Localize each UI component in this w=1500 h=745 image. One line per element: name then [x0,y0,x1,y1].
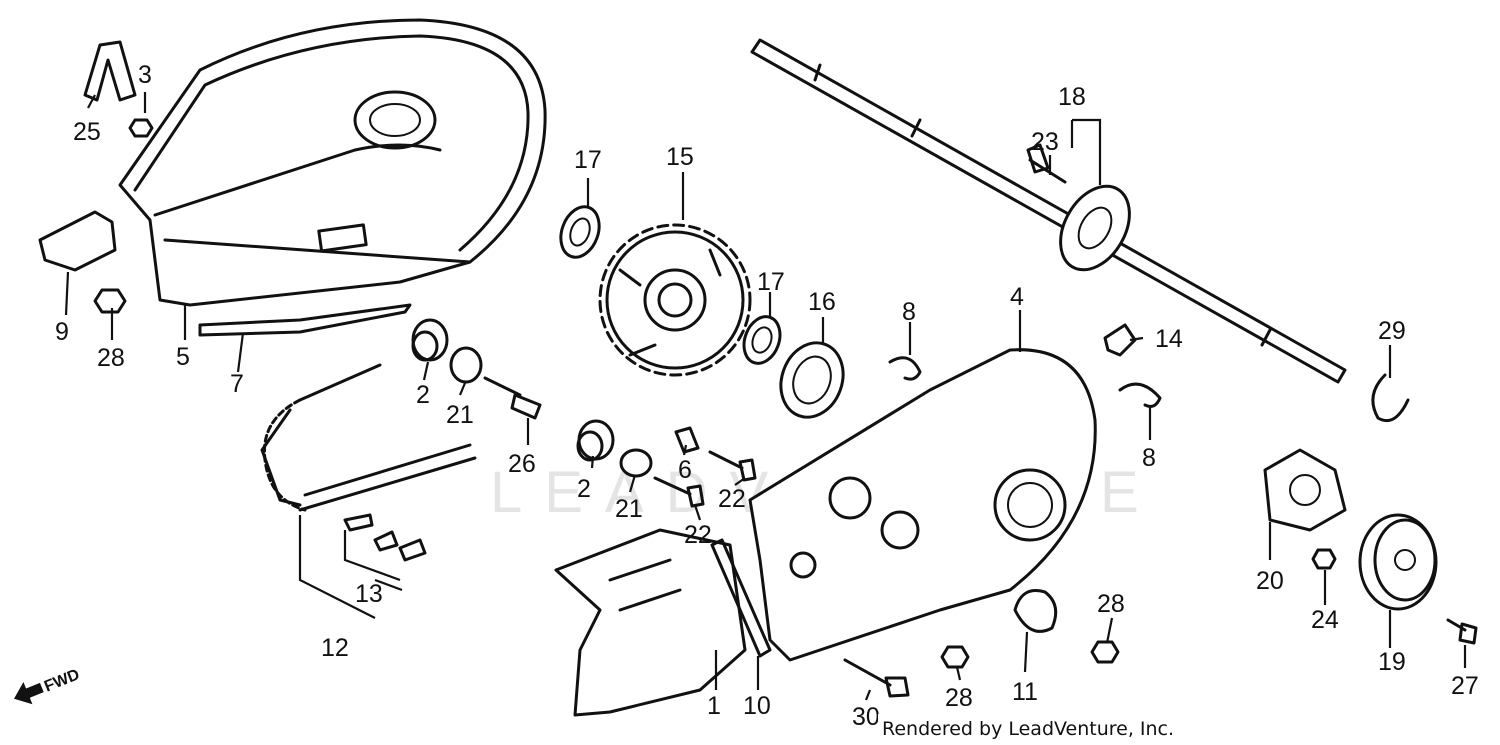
roller-lower [576,419,615,462]
callout-8: 8 [1142,444,1156,472]
clip-8-left [888,356,922,381]
nut-lower-center [940,645,970,669]
nut-lower-right [1090,640,1120,664]
callout-16: 16 [808,288,836,316]
callout-18: 18 [1058,83,1086,111]
callout-22: 22 [684,521,712,549]
callout-22: 22 [718,485,746,513]
callout-30: 30 [852,703,880,731]
callout-20: 20 [1256,567,1284,595]
drive-chain [260,363,477,512]
chain-guide [198,303,412,337]
nut-24 [1311,548,1337,570]
collar-6 [674,426,700,454]
chain-joint-parts [343,513,427,562]
callout-24: 24 [1311,606,1339,634]
callout-27: 27 [1451,672,1479,700]
callout-2: 2 [577,475,591,503]
callout-29: 29 [1378,317,1406,345]
arrow-left-icon [14,681,44,705]
washer-16 [779,341,845,419]
clip-part [83,40,137,102]
rear-sprocket [598,223,752,377]
callout-9: 9 [55,318,69,346]
upper-chain-case [118,18,547,307]
bolt-upper [483,376,542,420]
washer-upper [449,346,483,384]
callout-25: 25 [73,118,101,146]
washer-17-upper [559,205,601,259]
bracket-part [38,210,117,272]
bolt-22-upper [708,450,757,482]
callout-2: 2 [416,381,430,409]
brake-drum [1358,513,1438,611]
axle-bolt [1026,143,1067,184]
callout-12: 12 [321,634,349,662]
bolt-22-lower [653,476,705,508]
callout-26: 26 [508,450,536,478]
callout-4: 4 [1010,283,1024,311]
lower-chain-case [748,348,1097,662]
forward-arrow: FWD [14,666,82,705]
nut-upper-left [93,288,127,314]
callout-28: 28 [945,684,973,712]
plug-part [1103,323,1137,357]
callout-23: 23 [1031,128,1059,156]
callout-13: 13 [355,580,383,608]
callout-10: 10 [743,692,771,720]
callout-14: 14 [1155,325,1183,353]
callout-17: 17 [574,146,602,174]
small-nut [128,118,154,138]
callout-21: 21 [446,401,474,429]
lock-nut-11 [1013,589,1058,633]
callout-3: 3 [138,61,152,89]
callout-21: 21 [615,495,643,523]
callout-15: 15 [666,143,694,171]
lower-guard [554,528,747,717]
washer-17-lower [742,315,782,365]
callout-17: 17 [757,268,785,296]
bolt-30 [843,658,910,698]
callout-19: 19 [1378,648,1406,676]
callout-6: 6 [678,456,692,484]
callout-11: 11 [1012,678,1038,706]
render-credit: Rendered by LeadVenture, Inc. [882,718,1174,740]
clip-29 [1371,373,1410,423]
rear-axle [750,38,1347,384]
fwd-label: FWD [42,666,82,695]
callout-5: 5 [176,343,190,371]
clip-8-right [1118,382,1162,408]
washer-lower [619,448,653,478]
brake-hub [1263,448,1347,532]
callout-7: 7 [230,370,244,398]
callout-28: 28 [1097,590,1125,618]
bolt-27 [1446,618,1478,645]
callout-28: 28 [97,344,125,372]
callout-1: 1 [707,692,721,720]
callout-labels: 1 2 2 3 4 5 6 7 8 8 9 10 11 12 13 14 15 … [55,61,1479,731]
rubber-strip [710,538,772,658]
callout-8: 8 [902,298,916,326]
leader-lines [64,92,1467,701]
roller-upper [411,318,449,362]
